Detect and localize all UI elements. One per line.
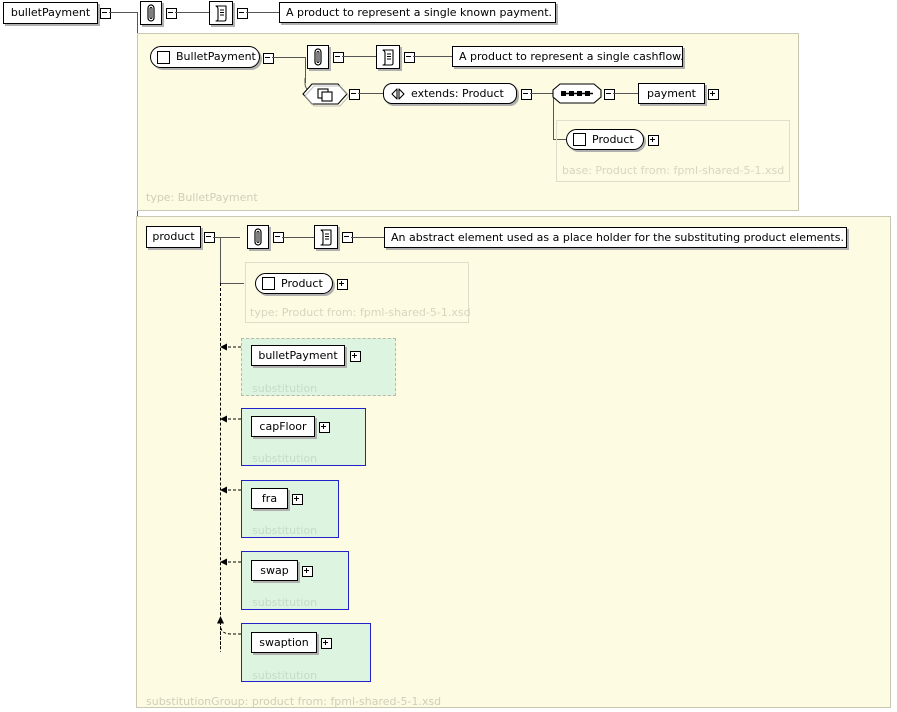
documentation-box-bulletPayment: A product to represent a single known pa… xyxy=(279,2,556,23)
element-label: swaption xyxy=(259,635,309,649)
sequence-icon[interactable] xyxy=(552,82,603,105)
element-label: bulletPayment xyxy=(10,6,91,19)
element-label: swap xyxy=(260,563,289,577)
paperclip-icon xyxy=(254,228,262,246)
connector-attr-anno-product xyxy=(282,237,314,238)
toggle-subst-fra[interactable] xyxy=(292,494,303,505)
substitution-caption: substitution xyxy=(252,669,318,682)
panel-label-substitution-group: substitutionGroup: product from: fpml-sh… xyxy=(146,695,442,708)
connector-substitution-trunk xyxy=(220,283,221,645)
annotation-icon-box-root[interactable] xyxy=(209,1,233,25)
element-label: fra xyxy=(261,491,278,505)
toggle-complex-content[interactable] xyxy=(349,89,360,100)
toggle-extends[interactable] xyxy=(521,89,532,100)
scroll-icon xyxy=(382,48,394,66)
connector-attr-anno-root xyxy=(175,12,209,13)
attributes-icon-box-product[interactable] xyxy=(247,225,269,249)
element-box-subst-fra[interactable]: fra xyxy=(251,488,288,509)
panel-label-type-Product: type: Product from: fpml-shared-5-1.xsd xyxy=(250,306,471,319)
scroll-icon xyxy=(215,4,227,22)
connector-type-trunk xyxy=(305,57,306,83)
annotation-icon-box-inner[interactable] xyxy=(376,45,400,69)
element-box-bulletPayment[interactable]: bulletPayment xyxy=(3,2,98,24)
square-icon xyxy=(157,50,170,64)
type-box-label: Product xyxy=(592,132,634,146)
element-box-subst-bulletPayment[interactable]: bulletPayment xyxy=(251,345,345,366)
element-box-payment[interactable]: payment xyxy=(638,83,705,104)
panel-label-base-Product: base: Product from: fpml-shared-5-1.xsd xyxy=(562,164,785,177)
connector-product-h xyxy=(213,237,240,238)
element-label: bulletPayment xyxy=(258,348,338,362)
connector-attr-anno-inner xyxy=(342,56,376,57)
type-box-Product-base[interactable]: Product xyxy=(566,129,644,150)
documentation-text: A product to represent a single known pa… xyxy=(286,5,553,19)
documentation-text: A product to represent a single cashflow… xyxy=(459,49,684,63)
attributes-icon-box-root[interactable] xyxy=(140,1,162,25)
toggle-annotation-inner[interactable] xyxy=(404,52,415,63)
documentation-box-product: An abstract element used as a place hold… xyxy=(384,227,847,248)
connector-anno-doc-root xyxy=(246,12,279,13)
toggle-attributes-inner[interactable] xyxy=(333,52,344,63)
toggle-payment[interactable] xyxy=(708,89,719,100)
connector-extends-h xyxy=(530,93,553,94)
extends-label: extends: Product xyxy=(411,86,504,100)
element-box-subst-capFloor[interactable]: capFloor xyxy=(251,416,315,437)
connector-anno-doc-product xyxy=(351,237,384,238)
substitution-caption: substitution xyxy=(252,382,318,395)
connector-extends-to-base xyxy=(553,139,566,140)
connector-root-h xyxy=(109,12,137,13)
panel-type-Product xyxy=(245,262,469,323)
connector-cc-extends xyxy=(358,93,383,94)
connector-product-trunk xyxy=(220,237,221,283)
toggle-bulletPayment[interactable] xyxy=(100,8,111,19)
substitution-caption: substitution xyxy=(252,596,318,609)
element-label: capFloor xyxy=(259,419,307,433)
element-box-subst-swaption[interactable]: swaption xyxy=(251,632,317,653)
element-box-product[interactable]: product xyxy=(146,226,201,248)
square-icon xyxy=(262,277,275,290)
toggle-subst-swaption[interactable] xyxy=(321,638,332,649)
connector-product-to-type xyxy=(220,283,244,284)
paperclip-icon xyxy=(147,4,155,22)
toggle-subst-bulletPayment[interactable] xyxy=(350,351,361,362)
square-icon xyxy=(573,133,586,146)
toggle-subst-capFloor[interactable] xyxy=(319,422,330,433)
complex-content-icon[interactable] xyxy=(301,82,350,107)
annotation-icon-box-product[interactable] xyxy=(314,225,338,249)
type-box-label: Product xyxy=(281,276,323,290)
toggle-type-Product[interactable] xyxy=(337,279,348,290)
type-box-label: BulletPayment xyxy=(176,50,256,63)
element-box-subst-swap[interactable]: swap xyxy=(251,560,298,581)
element-label: payment xyxy=(646,86,696,100)
attributes-icon-box-inner[interactable] xyxy=(307,45,329,69)
scroll-icon xyxy=(320,228,332,246)
connector-type-h xyxy=(272,57,305,58)
type-box-Product[interactable]: Product xyxy=(255,273,333,294)
documentation-text: An abstract element used as a place hold… xyxy=(391,230,844,244)
extends-box-Product[interactable]: extends: Product xyxy=(383,83,517,104)
extension-arrows-icon xyxy=(391,87,405,100)
toggle-attributes-root[interactable] xyxy=(166,8,177,19)
connector-anno-doc-inner xyxy=(413,56,452,57)
toggle-type-BulletPayment[interactable] xyxy=(263,53,274,64)
toggle-sequence[interactable] xyxy=(604,89,615,100)
toggle-subst-swap[interactable] xyxy=(302,566,313,577)
panel-label-type-bulletPayment: type: BulletPayment xyxy=(146,191,258,204)
substitution-caption: substitution xyxy=(252,452,318,465)
connector-seq-payment xyxy=(613,93,638,94)
paperclip-icon xyxy=(314,48,322,66)
connector-extends-trunk xyxy=(553,93,554,139)
type-box-BulletPayment[interactable]: BulletPayment xyxy=(150,46,260,68)
substitution-caption: substitution xyxy=(252,524,318,537)
panel-base-Product xyxy=(556,120,790,182)
element-label: product xyxy=(152,230,195,243)
documentation-box-cashflow: A product to represent a single cashflow… xyxy=(452,46,684,67)
toggle-annotation-root[interactable] xyxy=(237,8,248,19)
toggle-type-Product-base[interactable] xyxy=(648,135,659,146)
